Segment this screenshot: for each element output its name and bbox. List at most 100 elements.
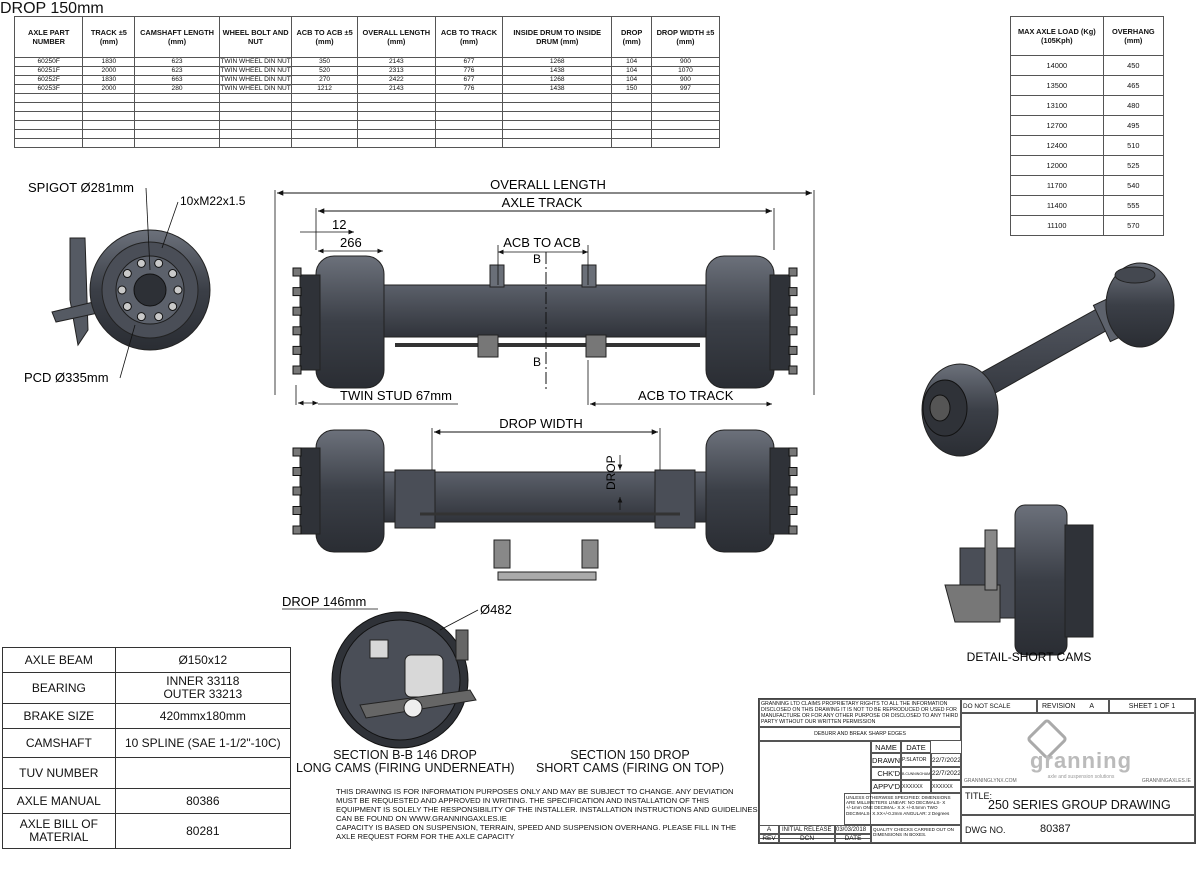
wheel-nut-icon [292,506,302,515]
spec-label: AXLE MANUAL [2,788,116,814]
spec-value: INNER 33118 OUTER 33213 [114,672,292,704]
drawing-title: 250 SERIES GROUP DRAWING [988,798,1171,812]
spec-value: 10 SPLINE (SAE 1-1/2"-10C) [114,728,292,758]
drawn-date: 22/7/2022 [931,753,961,767]
acb-to-track-label: ACB TO TRACK [638,388,734,403]
date-label: DATE [835,834,871,843]
spec-label: AXLE BILL OF MATERIAL [2,813,116,849]
overall-length-label: OVERALL LENGTH [490,177,606,192]
wheel-nut-icon [788,486,798,496]
wheel-nut-icon [292,326,302,336]
spec-value [114,757,292,789]
pcd-label: PCD Ø335mm [24,370,109,385]
drop-width-label: DROP WIDTH [499,416,583,431]
section-bb-view [331,611,477,749]
load-cell: 11100 [1010,215,1104,236]
title-label: TITLE: [965,791,993,801]
wheel-stud-icon [136,258,146,268]
section-150-subtitle: SHORT CAMS (FIRING ON TOP) [536,761,724,775]
note-line: EQUIPMENT IS SOLELY THE RESPONSIBILITY O… [336,805,758,814]
rev-a: A [759,825,779,834]
section-bb-subtitle: LONG CAMS (FIRING UNDERNEATH) [296,761,515,775]
wheel-stud-icon [117,285,127,295]
appvd-name: XXXXXX [901,780,931,793]
axle-track-label: AXLE TRACK [502,195,583,210]
wheel-stud-icon [122,269,132,279]
parts-header-cell: AXLE PART NUMBER [13,16,84,58]
wheel-nut-icon [292,287,302,297]
section-b-top: B [533,252,541,266]
revision-cell: REVISION A [1037,699,1109,713]
drop-label: DROP [604,455,618,490]
drop-146-label: DROP 146mm [282,594,366,609]
section-150-caption: SECTION 150 DROP SHORT CAMS (FIRING ON T… [536,749,724,775]
disclaimer-note: THIS DRAWING IS FOR INFORMATION PURPOSES… [336,787,758,841]
revision-blank-area [759,741,871,839]
detail-short-cams-view [944,504,1094,656]
section-bb-title: SECTION B-B 146 DROP [333,748,477,762]
drawn-name: P.SLATOR [901,753,931,767]
quality-note: QUALITY CHECKS CARRIED OUT ON DIMENSIONS… [871,825,961,843]
axle-front-view [292,255,798,389]
note-line: CAN BE FOUND ON WWW.GRANNINGAXLES.IE [336,814,507,823]
note-line: MUST BE REQUESTED AND APPROVED IN WRITIN… [336,796,709,805]
diameter-482-label: Ø482 [480,602,512,617]
title-block: GRANNING LTD CLAIMS PROPRIETARY RIGHTS T… [758,698,1196,844]
wheel-nut-icon [292,447,302,457]
wheel-nut-icon [788,467,798,476]
wheel-nut-icon [788,365,798,375]
wheel-nut-icon [788,506,798,515]
spec-value: 420mmx180mm [114,703,292,729]
spec-label: AXLE BEAM [2,647,116,673]
parts-cell [650,138,721,148]
parts-row [13,138,721,148]
parts-cell [502,138,613,148]
acb-to-acb-label: ACB TO ACB [503,235,581,250]
release-date: 03/03/2018 [835,825,871,834]
wheel-nut-icon [788,326,798,336]
studs-label: 10xM22x1.5 [180,194,246,208]
wheel-nut-icon [788,306,798,316]
logo-area: granning axle and suspension solutions G… [961,713,1195,787]
wheel-stud-icon [168,269,178,279]
twin-stud-label: TWIN STUD 67mm [340,388,452,403]
wheel-nut-icon [788,447,798,457]
do-not-scale: DO NOT SCALE DRAWING [961,699,1037,713]
note-line: AXLE REQUEST FORM FOR THE AXLE CAPACITY [336,832,515,841]
logo-tagline: axle and suspension solutions [1047,774,1115,780]
chkd-label: CHK'D [871,767,901,780]
load-header-cell: OVERHANG (mm) [1102,16,1165,56]
spec-value: 80281 [114,813,292,849]
url-left: GRANNINGLYNX.COM [964,778,1017,784]
sheet-number: SHEET 1 OF 1 [1109,699,1195,713]
revision-value: A [1089,703,1095,710]
name-header: NAME [871,741,901,753]
dcn-label: DCN [779,834,835,843]
dwg-label: DWG NO. [965,825,1006,835]
title-cell: TITLE: 250 SERIES GROUP DRAWING [961,787,1195,815]
wheel-stud-icon [136,312,146,322]
spec-value: Ø150x12 [114,647,292,673]
parts-header-cell: ACB TO ACB ±5 (mm) [291,16,358,58]
appvd-label: APPV'D [871,780,901,793]
load-header-cell: MAX AXLE LOAD (Kg) (105Kph) [1010,16,1104,56]
date-header: DATE [901,741,931,753]
wheel-stud-icon [173,285,183,295]
url-right: GRANNINGAXLES.IE [1141,778,1191,784]
wheel-nut-icon [788,345,798,355]
wheel-stud-icon [154,312,164,322]
hub-side-view [51,229,211,351]
rev-label: REV [759,834,779,843]
wheel-stud-icon [168,301,178,311]
chkd-name: B.CUNNINGHAM [901,767,931,780]
axle-plan-view [292,429,798,581]
wheel-nut-icon [292,365,302,375]
